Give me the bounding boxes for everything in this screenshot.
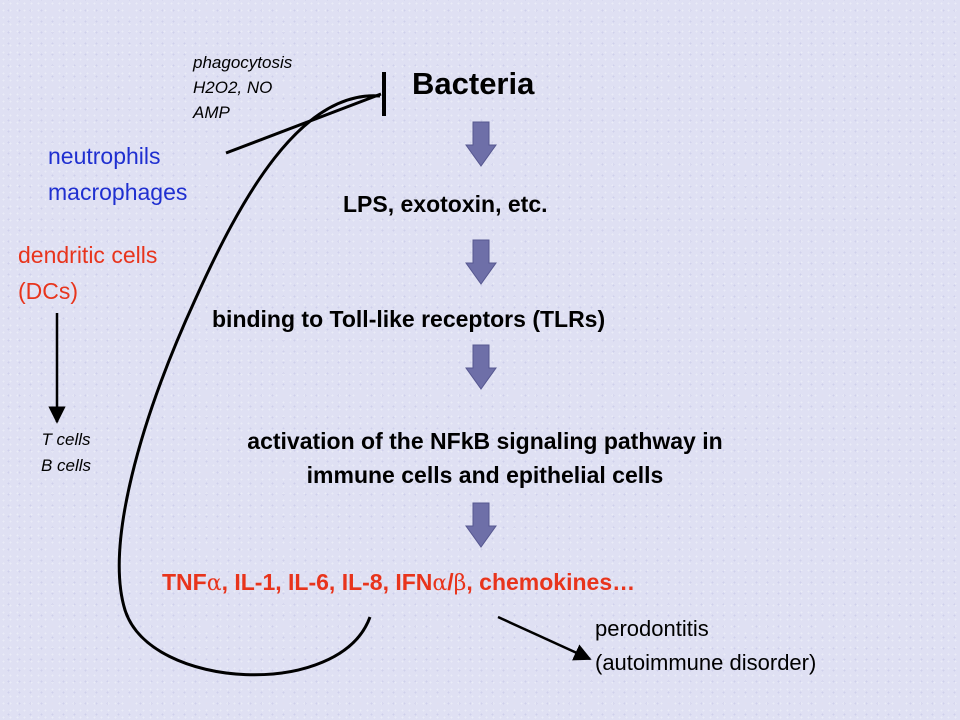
nfkb-line-1: activation of the NFkB signaling pathway… <box>247 428 723 454</box>
oxidants-label: H2O2, NO <box>193 78 273 97</box>
dendritic-cells-abbr: (DCs) <box>18 278 79 304</box>
dendritic-cells-name: dendritic cells <box>18 242 158 268</box>
down-arrow-1 <box>465 121 497 167</box>
down-arrow-4 <box>465 502 497 548</box>
feedback-loop-line <box>117 94 381 677</box>
slash: / <box>447 569 454 595</box>
alpha-symbol: α <box>206 571 222 596</box>
dendritic-cells-label: dendritic cells (DCs) <box>18 237 157 309</box>
cytokine-chemokines: , chemokines… <box>466 569 636 595</box>
cytokine-list: TNFα, IL-1, IL-6, IL-8, IFNα/β, chemokin… <box>162 569 635 596</box>
cascade-step-lps: LPS, exotoxin, etc. <box>343 191 548 217</box>
cascade-step-tlr-binding: binding to Toll-like receptors (TLRs) <box>212 306 606 332</box>
phagocytosis-label: phagocytosis <box>193 53 293 72</box>
macrophages-label: macrophages <box>48 179 188 205</box>
killing-mechanisms-label: phagocytosis H2O2, NO AMP <box>193 50 292 125</box>
b-cells-label: B cells <box>40 456 92 475</box>
t-cells-label: T cells <box>41 430 91 449</box>
cascade-step-nfkb: activation of the NFkB signaling pathway… <box>140 424 830 492</box>
neutrophils-label: neutrophils <box>48 143 161 169</box>
alpha-symbol-2: α <box>432 571 448 596</box>
down-arrow-2 <box>465 239 497 285</box>
cytokine-to-periodontitis-arrow <box>497 615 592 661</box>
outcome-label: perodontitis (autoimmune disorder) <box>595 612 816 680</box>
nfkb-line-2: immune cells and epithelial cells <box>306 462 664 488</box>
autoimmune-disorder-label: (autoimmune disorder) <box>595 650 817 675</box>
beta-symbol: β <box>453 571 467 596</box>
adaptive-cells-label: T cells B cells <box>28 427 104 479</box>
bacteria-title: Bacteria <box>412 66 535 101</box>
amp-label: AMP <box>193 103 230 122</box>
inflammatory-cells-label: neutrophils macrophages <box>48 138 187 210</box>
cytokine-tnf: TNF <box>162 569 207 595</box>
phagocyte-inhibition-line <box>225 92 382 155</box>
periodontitis-label: perodontitis <box>595 616 709 641</box>
down-arrow-3 <box>465 344 497 390</box>
cytokine-interleukins: , IL-1, IL-6, IL-8, IFN <box>221 569 433 595</box>
